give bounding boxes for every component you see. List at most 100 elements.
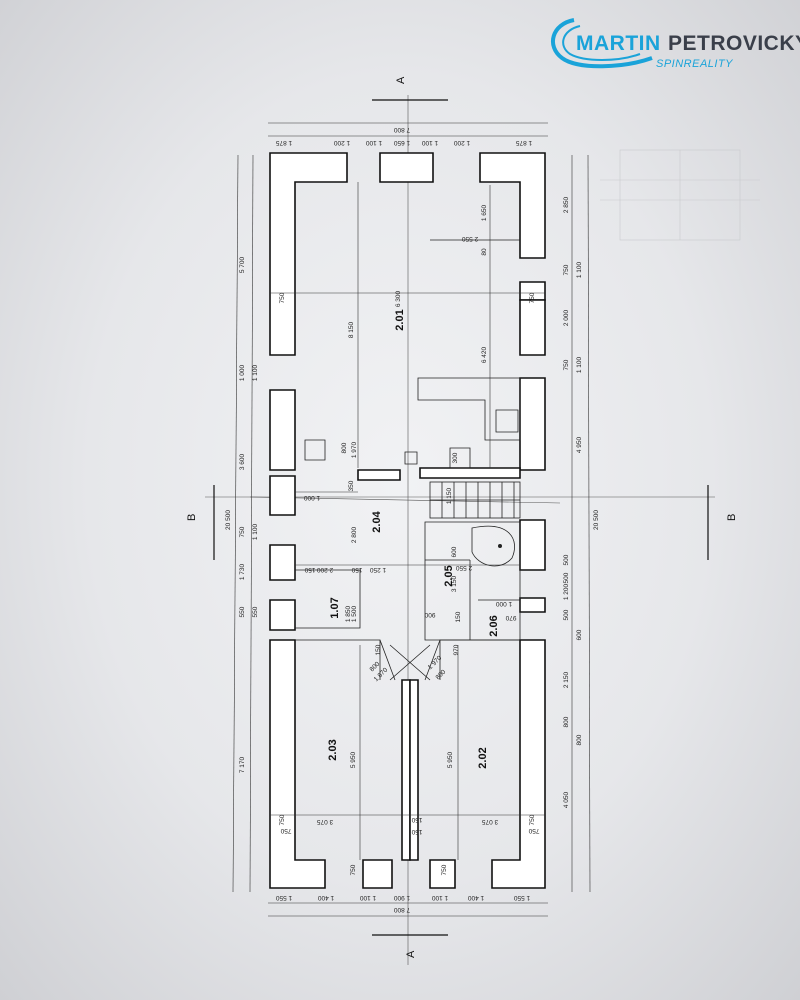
dimension-label: 3 150 bbox=[451, 575, 458, 592]
wall-segment bbox=[269, 599, 296, 631]
room-labels: 2.01 2.04 2.05 1.07 2.06 2.03 2.02 bbox=[327, 309, 500, 768]
dimension-label: 1 100 bbox=[252, 364, 259, 381]
dimension-label: 1 200 bbox=[333, 139, 350, 146]
dimension-label: 3 075 bbox=[316, 818, 333, 825]
wall-segment bbox=[401, 679, 411, 861]
dimension-label: 8 150 bbox=[348, 321, 355, 338]
dimension-label: 2 200 bbox=[316, 566, 333, 573]
dimension-label: 80 bbox=[481, 248, 488, 256]
brand-logo: MARTIN PETROVICKÝ SPINREALITY bbox=[544, 14, 800, 76]
dimension-label: 1 100 bbox=[421, 139, 438, 146]
dimension-label: 1 100 bbox=[576, 261, 583, 278]
swoosh-logo-icon bbox=[551, 18, 653, 69]
dimension-label: 750 bbox=[279, 292, 286, 303]
dimension-label: 750 bbox=[563, 264, 570, 275]
dimension-label: 1 650 bbox=[393, 139, 410, 146]
dimension-label: 150 bbox=[304, 566, 315, 573]
dimension-label: 1 250 bbox=[369, 566, 386, 573]
wall-segment bbox=[269, 389, 296, 471]
dimension-label: 2 550 bbox=[455, 564, 472, 571]
logo-first-name: MARTIN bbox=[576, 32, 661, 55]
dimension-label: 150 bbox=[455, 611, 462, 622]
dimension-label: 550 bbox=[239, 606, 246, 617]
dimension-label: 1 400 bbox=[467, 894, 484, 901]
dimension-label: 350 bbox=[348, 480, 355, 491]
section-markers: A A B B bbox=[186, 76, 738, 958]
wall-segment bbox=[419, 467, 521, 479]
wall-segment bbox=[479, 152, 546, 259]
dimension-label: 5 700 bbox=[239, 256, 246, 273]
dimension-label: 1 000 bbox=[239, 364, 246, 381]
interior-partitions bbox=[295, 239, 521, 680]
dimension-label: 800 bbox=[563, 716, 570, 727]
dimension-label: 1 850 bbox=[345, 605, 352, 622]
dimension-label: 750 bbox=[239, 526, 246, 537]
dimension-label: 150 bbox=[351, 566, 362, 573]
dimension-label: 800 bbox=[435, 668, 448, 681]
room-label: 1.07 bbox=[329, 597, 341, 618]
dimension-label: 150 bbox=[411, 816, 422, 823]
dimension-label: 1 000 bbox=[303, 494, 320, 501]
wall-segment bbox=[519, 377, 546, 471]
dimension-lines bbox=[232, 122, 591, 917]
dimension-label: 1 650 bbox=[481, 204, 488, 221]
dimension-label: 6 420 bbox=[481, 346, 488, 363]
background-sheet-lines bbox=[600, 149, 760, 241]
dimension-label: 1 875 bbox=[275, 139, 292, 146]
dimension-label: 2 550 bbox=[461, 235, 478, 242]
dimension-label: 750 bbox=[279, 814, 286, 825]
dimension-label: 1 200 bbox=[453, 139, 470, 146]
section-a-top: A bbox=[395, 76, 407, 84]
dimension-label: 3 075 bbox=[481, 818, 498, 825]
dim-right-outer: 20 500 bbox=[593, 510, 600, 530]
dimension-label: 1 500 bbox=[351, 605, 358, 622]
door-swings bbox=[379, 639, 441, 681]
dimension-label: 750 bbox=[280, 827, 291, 834]
dimension-label: 2 150 bbox=[563, 671, 570, 688]
dimension-label: 4 050 bbox=[563, 791, 570, 808]
dimension-label: 2 800 bbox=[351, 526, 358, 543]
dimension-label: 750 bbox=[441, 864, 448, 875]
dimension-label: 1 100 bbox=[359, 894, 376, 901]
dimension-label: 500 bbox=[563, 554, 570, 565]
wall-segment bbox=[491, 639, 546, 889]
dimension-label: 600 bbox=[451, 546, 458, 557]
dimension-label: 970 bbox=[505, 614, 516, 621]
room-label: 2.05 bbox=[443, 565, 455, 586]
dimension-label: 150 bbox=[411, 828, 422, 835]
dimension-label: 5 950 bbox=[447, 751, 454, 768]
dimension-label: 1 100 bbox=[252, 523, 259, 540]
dimension-label: 1 730 bbox=[239, 563, 246, 580]
wall-segment bbox=[519, 299, 546, 356]
logo-tagline: SPINREALITY bbox=[656, 58, 734, 70]
dimension-label: 500 bbox=[563, 609, 570, 620]
dim-top-outer: 7 800 bbox=[393, 126, 410, 133]
dimension-label: 800 bbox=[576, 734, 583, 745]
dimension-label: 750 bbox=[563, 359, 570, 370]
dimension-label: 300 bbox=[452, 452, 459, 463]
dimension-label: 1 200 bbox=[563, 583, 570, 600]
dimension-label: 600 bbox=[576, 629, 583, 640]
dimension-label: 550 bbox=[252, 606, 259, 617]
wall-segment bbox=[379, 152, 434, 183]
dimension-label: 800 bbox=[341, 442, 348, 453]
dimension-label: 1 000 bbox=[495, 600, 512, 607]
section-b-right: B bbox=[726, 514, 738, 521]
dimension-label: 1 100 bbox=[576, 356, 583, 373]
dimension-label: 2 000 bbox=[563, 309, 570, 326]
dimension-label: 150 bbox=[375, 644, 382, 655]
dimension-label: 6 300 bbox=[395, 290, 402, 307]
dimension-label: 1 400 bbox=[317, 894, 334, 901]
dimension-label: 750 bbox=[350, 864, 357, 875]
dimension-label: 1 875 bbox=[515, 139, 532, 146]
room-label: 2.02 bbox=[477, 747, 489, 768]
dimension-label: 1 100 bbox=[431, 894, 448, 901]
dimension-label: 1 150 bbox=[446, 487, 453, 504]
dimension-label: 1 970 bbox=[351, 441, 358, 458]
dimension-label: 750 bbox=[529, 814, 536, 825]
wall-segment bbox=[362, 859, 393, 889]
